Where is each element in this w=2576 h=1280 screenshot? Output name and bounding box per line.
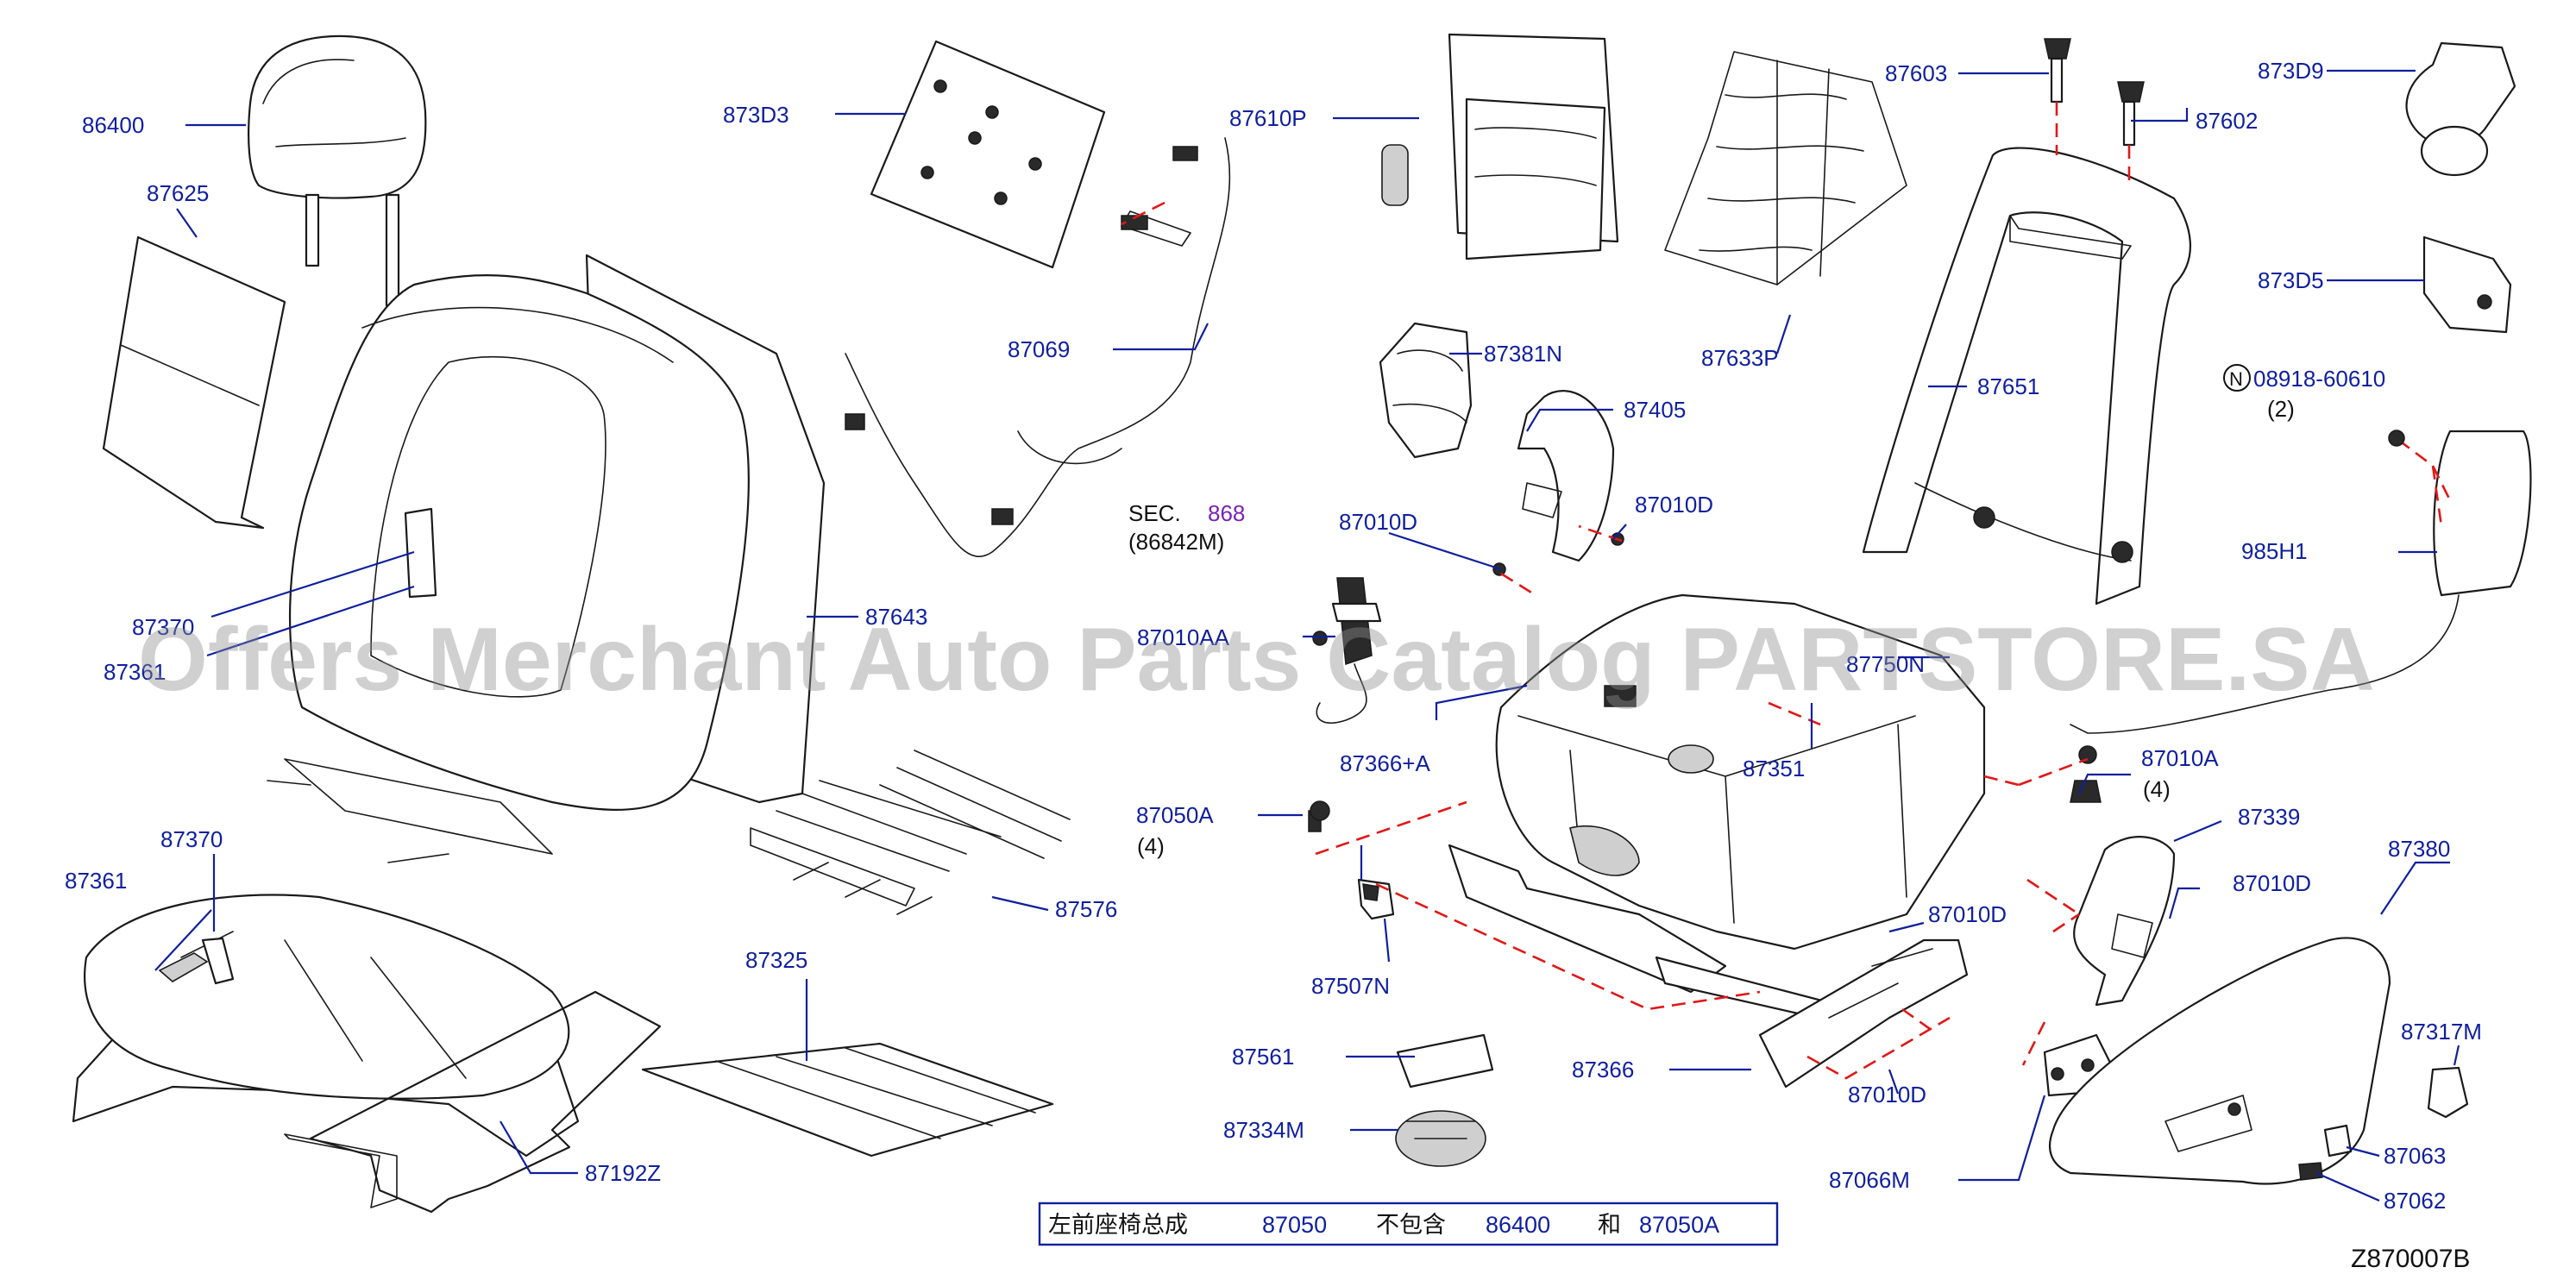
label-87010D-c[interactable]: 87010D [1928, 901, 2007, 927]
part-drawings [72, 33, 2532, 1214]
label-87010D-b[interactable]: 87010D [1635, 492, 1713, 518]
label-873D5[interactable]: 873D5 [2258, 267, 2324, 293]
modules-87561-87334M [1395, 1033, 1494, 1167]
label-08918-qty: (2) [2267, 396, 2295, 422]
covers-873D9-873D5 [2405, 41, 2516, 334]
label-87405[interactable]: 87405 [1624, 397, 1686, 423]
label-87050A[interactable]: 87050A [1136, 802, 1214, 828]
note-part-87050[interactable]: 87050 [1262, 1212, 1327, 1238]
assembly-note: 左前座椅总成 87050 不包含 86400 和 87050A [1038, 1202, 1779, 1246]
label-87633P[interactable]: 87633P [1701, 345, 1779, 371]
label-87050A-qty: (4) [1137, 833, 1165, 859]
label-87750N[interactable]: 87750N [1846, 651, 1925, 677]
label-87066M[interactable]: 87066M [1829, 1167, 1910, 1193]
springs-87576 [750, 750, 1071, 915]
label-87366[interactable]: 87366 [1572, 1057, 1634, 1082]
note-part-87050A[interactable]: 87050A [1639, 1212, 1719, 1238]
label-87361-a[interactable]: 87361 [104, 659, 166, 685]
side-cover-87366 [1758, 938, 1969, 1089]
label-87010A[interactable]: 87010A [2141, 745, 2219, 771]
label-08918-60610[interactable]: 08918-60610 [2253, 366, 2385, 392]
label-87507N[interactable]: 87507N [1311, 973, 1390, 999]
label-87370-a[interactable]: 87370 [132, 614, 194, 640]
back-panel-87625 [102, 235, 286, 530]
label-86400[interactable]: 86400 [82, 112, 144, 138]
back-frame-87651 [1862, 147, 2192, 605]
label-87643[interactable]: 87643 [865, 604, 927, 630]
label-87603[interactable]: 87603 [1885, 60, 1947, 86]
label-87651[interactable]: 87651 [1977, 373, 2039, 399]
red-dashed-links [1121, 201, 2089, 1011]
spring-frame-87633P [1664, 51, 1907, 285]
label-87069[interactable]: 87069 [1008, 336, 1070, 362]
label-87010AA[interactable]: 87010AA [1137, 624, 1230, 650]
heater-mat-87325 [641, 1042, 1054, 1158]
label-87325[interactable]: 87325 [745, 947, 807, 973]
label-87317M[interactable]: 87317M [2401, 1019, 2482, 1045]
label-87602[interactable]: 87602 [2196, 108, 2258, 134]
pad-873D3 [870, 40, 1106, 269]
bolts-87010D [1308, 532, 2102, 832]
airbag-985H1 [2070, 430, 2532, 734]
label-87192Z[interactable]: 87192Z [585, 1160, 661, 1186]
harness-87069 [845, 137, 1231, 557]
label-sec-prefix: SEC. [1128, 500, 1181, 526]
label-87366A[interactable]: 87366+A [1340, 750, 1430, 776]
n-symbol-letter: N [2229, 368, 2243, 390]
label-87576[interactable]: 87576 [1055, 896, 1117, 922]
seatback-cover-87643 [267, 254, 826, 863]
label-87610P[interactable]: 87610P [1229, 105, 1307, 131]
label-873D3[interactable]: 873D3 [723, 102, 789, 128]
brackets-87381N-87405 [1379, 322, 1615, 562]
note-text-1: 左前座椅总成 [1048, 1212, 1188, 1239]
pad-87192Z [309, 990, 662, 1214]
label-87381N[interactable]: 87381N [1484, 341, 1562, 367]
label-87010A-qty: (4) [2143, 776, 2171, 802]
note-part-86400[interactable]: 86400 [1486, 1212, 1550, 1238]
note-text-2: 不包含 [1376, 1212, 1446, 1239]
seat-frame-87351 [1448, 593, 1986, 1028]
label-87334M[interactable]: 87334M [1223, 1117, 1304, 1143]
label-87010D-e[interactable]: 87010D [1848, 1082, 1926, 1107]
n-symbol [2223, 364, 2251, 392]
headrest-guides [2044, 38, 2145, 185]
label-87010D-d[interactable]: 87010D [2233, 870, 2311, 896]
label-sec-86842M: (86842M) [1128, 529, 1224, 555]
label-sec-868[interactable]: 868 [1208, 500, 1245, 526]
rail-cover-87339 [2026, 836, 2176, 1007]
label-87062[interactable]: 87062 [2384, 1188, 2446, 1214]
label-873D9[interactable]: 873D9 [2258, 58, 2324, 84]
label-87351[interactable]: 87351 [1743, 756, 1805, 781]
label-87625[interactable]: 87625 [147, 180, 209, 206]
part-labels: 86400 87625 873D3 87610P 87069 87603 876… [65, 58, 2482, 1214]
leader-lines [154, 69, 2460, 1202]
label-87380[interactable]: 87380 [2388, 836, 2450, 862]
outer-cover-87380 [2048, 937, 2391, 1185]
label-985H1[interactable]: 985H1 [2241, 538, 2308, 564]
label-87561[interactable]: 87561 [1232, 1044, 1294, 1070]
clip-87507N [1357, 878, 1395, 920]
seat-cushion-87370 [72, 894, 580, 1208]
diagram-code: Z870007B [2351, 1245, 2470, 1273]
watermark: Offers Merchant Auto Parts Catalog PARTS… [138, 610, 2375, 710]
label-87339[interactable]: 87339 [2238, 804, 2300, 830]
note-text-3: 和 [1598, 1212, 1621, 1239]
headrest-86400 [248, 35, 427, 307]
seat-belt-buckle [1312, 577, 1382, 725]
knobs [2298, 1066, 2469, 1181]
label-87010D-a[interactable]: 87010D [1339, 509, 1417, 535]
frame-87633P [1381, 33, 1619, 260]
label-87370-b[interactable]: 87370 [160, 826, 223, 852]
label-87361-b[interactable]: 87361 [65, 868, 127, 894]
label-87063[interactable]: 87063 [2384, 1143, 2446, 1169]
